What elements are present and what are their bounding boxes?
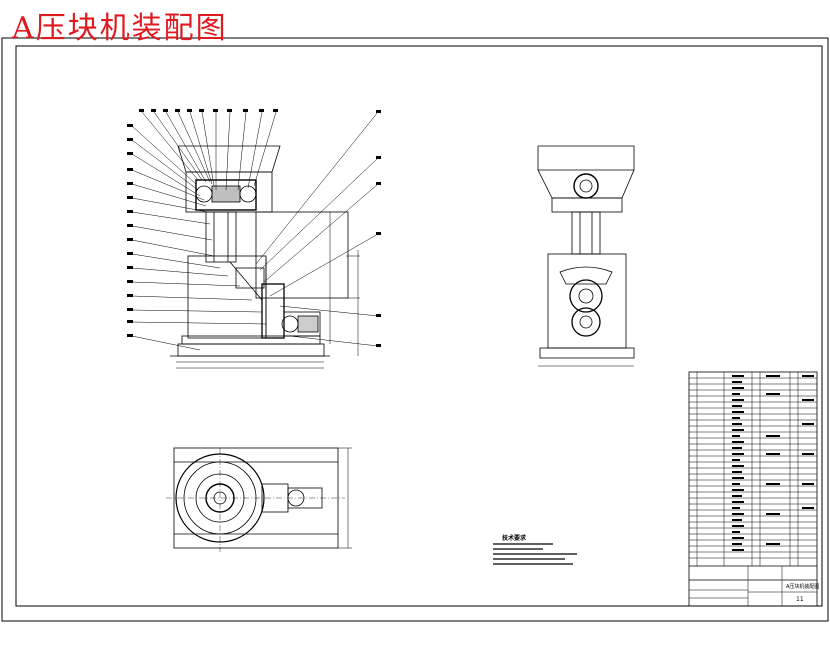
balloon-labels — [127, 109, 381, 347]
drawing-title: A压块机装配图 — [12, 11, 228, 46]
front-view-leaders-top — [141, 111, 379, 347]
technical-notes — [493, 542, 588, 569]
front-view-leaders-left — [131, 125, 267, 351]
technical-notes-heading: 技术要求 — [502, 535, 527, 542]
bom-text-marks — [732, 375, 814, 551]
front-view — [170, 145, 360, 369]
inner-frame — [15, 45, 823, 607]
title-block-name: A压块机装配图 — [786, 584, 820, 590]
outer-border — [1, 37, 829, 622]
side-view — [537, 145, 635, 367]
title-block-sheet: 11 — [796, 596, 804, 603]
technical-notes-lines — [493, 543, 577, 565]
bom-table — [688, 371, 818, 607]
top-view — [166, 447, 352, 552]
